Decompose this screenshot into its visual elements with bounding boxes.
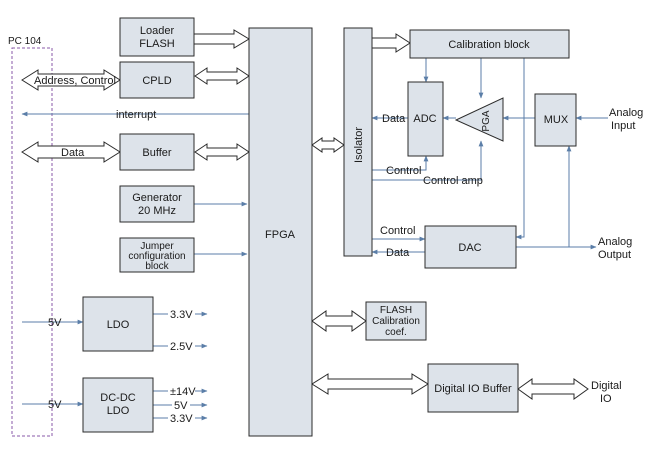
jumper-label-2: configuration — [128, 251, 185, 262]
dac-label: DAC — [458, 242, 481, 254]
dcdc-out2-label: 5V — [174, 400, 188, 412]
flash-calibration-block — [365, 301, 427, 341]
control-amp-label: Control amp — [423, 175, 483, 187]
flash-cal-label-2: Calibration — [372, 316, 420, 327]
isolator-calibration-arrow — [371, 33, 411, 53]
digital-io-label-2: IO — [600, 393, 612, 405]
loader-flash-label-1: Loader — [140, 25, 175, 37]
interrupt-label: interrupt — [116, 109, 156, 121]
generator-block — [119, 185, 195, 223]
isolator-block — [343, 27, 373, 257]
dcdc-label-2: LDO — [107, 405, 130, 417]
dio-buffer-label: Digital IO Buffer — [434, 383, 512, 395]
cpld-fpga-arrow — [194, 67, 250, 85]
buffer-block — [119, 133, 195, 171]
pga-label: PGA — [481, 110, 492, 131]
blocks: Loader FLASH CPLD Buffer Generator 20 MH… — [82, 17, 577, 437]
dac-data-label: Data — [386, 247, 410, 259]
calibration-label: Calibration block — [448, 39, 530, 51]
pc104-label: PC 104 — [8, 36, 42, 47]
analog-input-label-1: Analog — [609, 107, 643, 119]
flash-cal-label-1: FLASH — [380, 305, 412, 316]
cpld-block — [119, 61, 195, 99]
adc-label: ADC — [413, 113, 436, 125]
jumper-block — [119, 237, 195, 273]
jumper-label-1: Jumper — [140, 241, 174, 252]
control-label: Control — [386, 165, 421, 177]
jumper-label-3: block — [145, 261, 169, 272]
flash-fpga-arrow — [193, 29, 250, 49]
adc-block — [407, 81, 444, 157]
dac-control-label: Control — [380, 225, 415, 237]
buffer-label: Buffer — [142, 147, 171, 159]
pc104-bus: PC 104 — [8, 36, 53, 437]
dcdc-ldo-block — [82, 377, 154, 433]
bus-arrows — [21, 29, 589, 400]
buffer-fpga-arrow — [194, 143, 250, 161]
generator-label-2: 20 MHz — [138, 205, 176, 217]
dcdc-out3-label: 3.3V — [170, 413, 193, 425]
ldo-label: LDO — [107, 319, 130, 331]
adc-data-label: Data — [382, 113, 406, 125]
ldo-input-label: 5V — [48, 317, 62, 329]
digital-io-label-1: Digital — [591, 380, 622, 392]
calibration-block — [409, 29, 570, 59]
cpld-label: CPLD — [142, 75, 171, 87]
loader-flash-block — [119, 17, 195, 57]
mux-block — [534, 93, 577, 147]
ldo-out1-label: 3.3V — [170, 309, 193, 321]
data-bus-label: Data — [61, 147, 85, 159]
dcdc-out1-label: ±14V — [170, 386, 196, 398]
analog-output-label-2: Output — [598, 249, 631, 261]
flash-cal-label-3: coef. — [385, 327, 407, 338]
signal-labels: Address, Control interrupt Data Data Con… — [34, 75, 643, 425]
isolator-label: Isolator — [353, 127, 365, 163]
dcdc-input-label: 5V — [48, 399, 62, 411]
digital-io-buffer-block — [427, 363, 519, 413]
fpga-label: FPGA — [265, 229, 296, 241]
dio-external-arrow — [517, 378, 589, 400]
dcdc-label-1: DC-DC — [100, 392, 135, 404]
analog-input-label-2: Input — [611, 120, 635, 132]
pga-triangle — [454, 97, 504, 142]
address-control-label: Address, Control — [34, 75, 116, 87]
dac-block — [424, 225, 517, 269]
generator-label-1: Generator — [132, 192, 182, 204]
ldo-block — [82, 296, 154, 352]
mux-label: MUX — [544, 114, 569, 126]
loader-flash-label-2: FLASH — [139, 38, 175, 50]
analog-output-label-1: Analog — [598, 236, 632, 248]
ldo-out2-label: 2.5V — [170, 341, 193, 353]
fpga-block — [248, 27, 313, 437]
fpga-flash-cal-arrow — [311, 310, 367, 332]
fpga-isolator-arrow — [311, 137, 345, 153]
fpga-dio-arrow — [311, 373, 429, 395]
signal-lines — [21, 58, 608, 421]
